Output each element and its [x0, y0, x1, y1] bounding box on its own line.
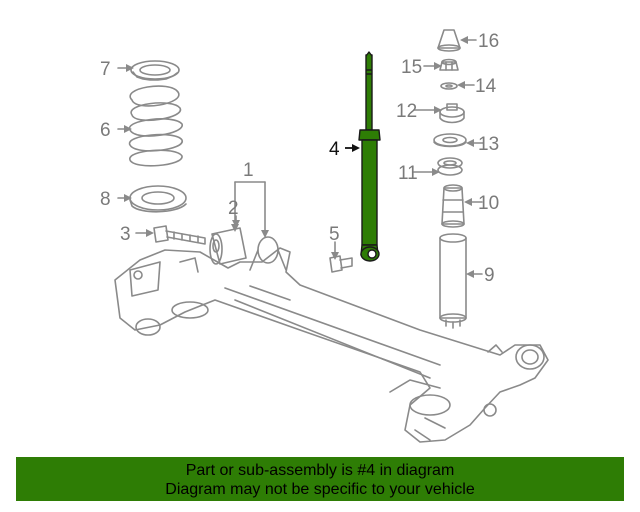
callout-2: 2	[228, 198, 239, 219]
callout-10: 10	[478, 193, 499, 214]
callout-4: 4	[329, 139, 340, 160]
callout-3: 3	[120, 224, 131, 245]
callout-1: 1	[243, 160, 254, 181]
spring-washer	[437, 157, 463, 176]
shock-absorber-highlighted	[358, 51, 381, 262]
callout-16: 16	[478, 31, 499, 52]
upper-spring-insulator	[130, 60, 180, 81]
callout-15: 15	[401, 57, 422, 78]
banner-line-part: Part or sub-assembly is #4 in diagram	[185, 462, 455, 479]
callout-6: 6	[100, 120, 111, 141]
axle-bolt	[153, 225, 206, 245]
bump-stop	[441, 184, 465, 228]
rear-suspension-diagram: 1 2 3 4 5 6 7 8 9 10 11 12 13 14 15 16	[100, 29, 549, 443]
callout-13: 13	[478, 134, 499, 155]
dust-boot	[439, 233, 467, 329]
lower-spring-insulator	[129, 185, 187, 213]
callout-7: 7	[100, 59, 111, 80]
dust-cap	[437, 29, 461, 52]
axle-bushing	[209, 227, 247, 265]
part-info-banner: Part or sub-assembly is #4 in diagram Di…	[16, 457, 624, 501]
callout-5: 5	[329, 224, 340, 245]
callout-9: 9	[484, 265, 495, 286]
callout-11: 11	[398, 163, 418, 184]
upper-washer	[440, 82, 458, 90]
mount-insulator	[433, 133, 467, 148]
beam-bushing-socket	[249, 236, 287, 271]
callout-12: 12	[396, 101, 417, 122]
callout-4-leader	[345, 144, 360, 152]
banner-line-disclaimer: Diagram may not be specific to your vehi…	[165, 481, 475, 498]
upper-mount	[439, 103, 465, 124]
coil-spring	[129, 85, 183, 167]
callout-8: 8	[100, 189, 111, 210]
callout-14: 14	[475, 76, 497, 97]
upper-nut	[439, 58, 459, 71]
callout-leaders	[117, 39, 484, 275]
rear-axle-beam	[114, 247, 549, 443]
shock-lower-bolt	[329, 255, 353, 273]
